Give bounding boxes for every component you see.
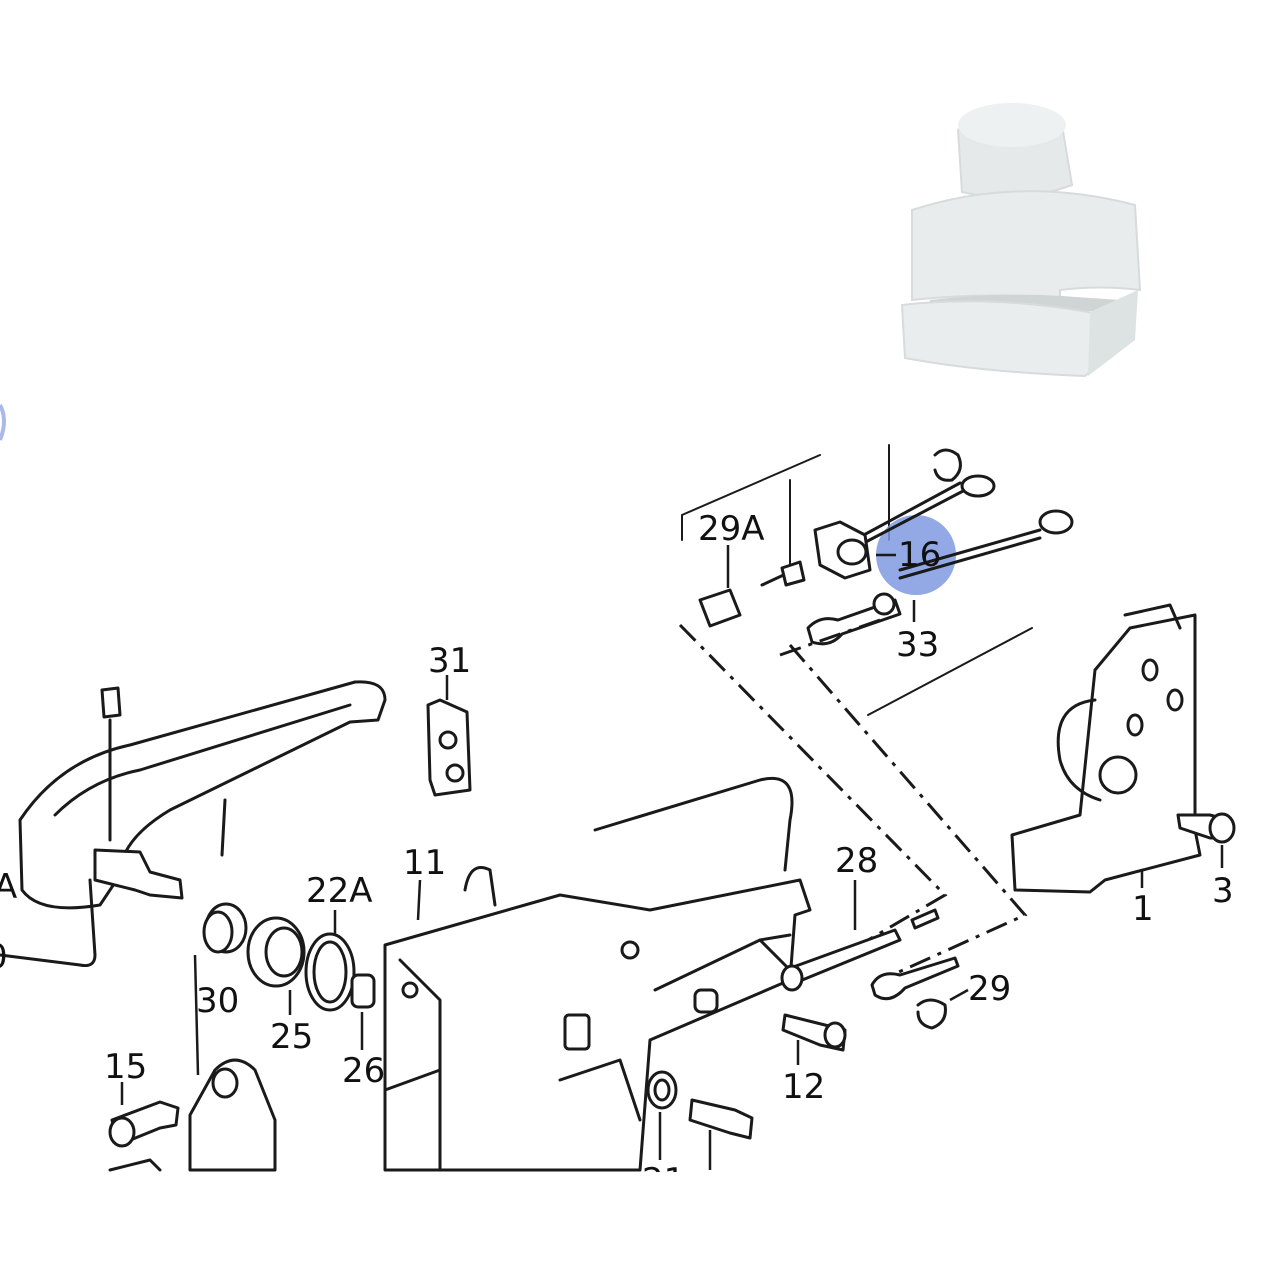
part-29 <box>870 956 969 1030</box>
callout-3: 3 <box>1212 871 1234 911</box>
part-15 <box>108 1058 277 1172</box>
callout-1: 1 <box>1132 889 1154 929</box>
callout-29: 29 <box>968 969 1011 1009</box>
linkage-assembly <box>681 444 1074 646</box>
part-1-bracket <box>1010 603 1202 894</box>
callout-33: 33 <box>896 625 939 665</box>
washers-and-seals <box>193 902 376 1076</box>
callout-31: 31 <box>428 641 471 681</box>
callout-25: 25 <box>270 1017 313 1057</box>
callout-26: 26 <box>342 1051 385 1091</box>
part-31 <box>426 675 472 797</box>
bottom-margin <box>0 1172 1280 1280</box>
edge-mark <box>0 404 6 441</box>
callout-11: 11 <box>403 843 446 883</box>
callout-28: 28 <box>835 841 878 881</box>
part-12 <box>781 1013 847 1065</box>
callout-16: 16 <box>898 535 941 575</box>
part-28 <box>780 880 940 992</box>
callout-0: 0 <box>0 937 8 977</box>
door-handle <box>0 680 387 967</box>
part-3-screw <box>1176 812 1236 868</box>
callout-29a: 29A <box>698 509 765 549</box>
lock-body <box>383 777 812 1172</box>
callout-a: A <box>0 867 17 907</box>
product-photo-clip <box>900 103 1142 378</box>
callout-30: 30 <box>196 981 239 1021</box>
part-21 <box>646 1070 754 1170</box>
callout-12: 12 <box>782 1067 825 1107</box>
callout-22a: 22A <box>306 871 373 911</box>
callout-15: 15 <box>104 1047 147 1087</box>
highlight-circle-16 <box>876 515 956 595</box>
